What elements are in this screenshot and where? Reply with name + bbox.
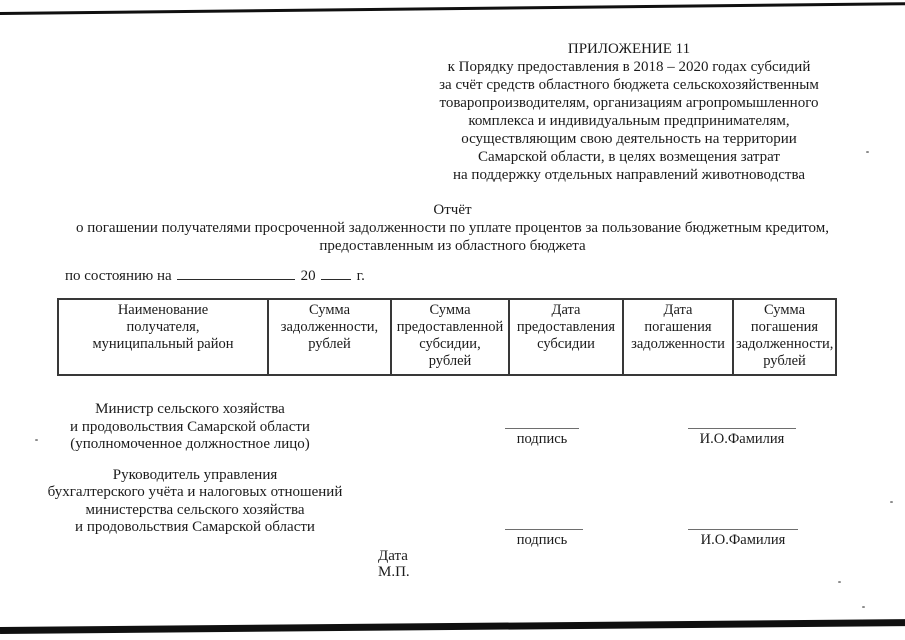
stamp-place-label: М.П.: [378, 564, 410, 580]
appendix-line: осуществляющим свою деятельность на терр…: [461, 131, 797, 147]
date-blank-field: [176, 266, 295, 280]
signer-1-title-line: (уполномоченное должностное лицо): [70, 436, 310, 453]
report-subtitle-line: предоставленным из областного бюджета: [319, 238, 586, 254]
signer-2-title-line: Руководитель управления: [112, 467, 278, 483]
date-label: Дата: [378, 548, 408, 564]
signer-2-title-line: министерства сельского хозяйства: [85, 501, 305, 518]
appendix-line: товаропроизводителям, организациям агроп…: [439, 95, 819, 111]
col-header-subsidy-amount: Сумма предоставленной субсидии, рублей: [390, 298, 510, 376]
scan-border-bottom: [0, 619, 905, 634]
scan-border-top: [0, 2, 905, 15]
scan-speck: [838, 581, 841, 583]
appendix-line: комплекса и индивидуальным предпринимате…: [468, 113, 790, 129]
table-header-row: Наименование получателя, муниципальный р…: [57, 298, 837, 376]
signer-1-title-line: и продовольствия Самарской области: [70, 418, 310, 435]
signature-label-2: подпись: [516, 532, 568, 548]
col-header-repayment-date: Дата погашения задолженности: [622, 298, 734, 376]
signer-1-title-line: Министр сельского хозяйства: [95, 401, 285, 417]
col-header-subsidy-date: Дата предоставления субсидии: [508, 298, 624, 376]
scan-speck: [866, 151, 869, 153]
year-blank-field: [320, 266, 351, 280]
date-line-suffix: г.: [356, 268, 365, 284]
scan-speck: [862, 606, 865, 608]
col-header-debt-amount: Сумма задолженности, рублей: [267, 298, 392, 376]
year-prefix: 20: [300, 268, 316, 284]
report-subtitle-line: о погашении получателями просроченной за…: [75, 220, 829, 236]
signature-rule-1: [505, 428, 579, 429]
appendix-line: к Порядку предоставления в 2018 – 2020 г…: [447, 59, 811, 75]
signature-rule-2: [505, 529, 583, 530]
name-label-2: И.О.Фамилия: [700, 532, 786, 548]
scan-speck: [890, 501, 893, 503]
name-rule-2: [688, 529, 798, 530]
signer-2-title-line: и продовольствия Самарской области: [75, 519, 315, 536]
as-of-date-line: по состоянию на 20 г.: [65, 266, 365, 285]
report-table: Наименование получателя, муниципальный р…: [57, 298, 837, 376]
date-line-prefix: по состоянию на: [65, 268, 172, 284]
appendix-number: ПРИЛОЖЕНИЕ 11: [567, 41, 691, 57]
appendix-header-block: ПРИЛОЖЕНИЕ 11 к Порядку предоставления в…: [420, 40, 838, 184]
appendix-line: за счёт средств областного бюджета сельс…: [439, 77, 819, 93]
signer-2-title-block: Руководитель управления бухгалтерского у…: [30, 467, 360, 537]
report-title-block: Отчёт о погашении получателями просрочен…: [0, 201, 905, 255]
appendix-line: Самарской области, в целях возмещения за…: [478, 149, 780, 165]
signer-1-title-block: Министр сельского хозяйства и продовольс…: [30, 401, 350, 454]
signature-label-1: подпись: [516, 431, 568, 447]
name-rule-1: [688, 428, 796, 429]
report-title: Отчёт: [433, 202, 472, 218]
appendix-line: на поддержку отдельных направлений живот…: [453, 167, 805, 183]
scan-speck: [35, 439, 38, 441]
signer-2-title-line: бухгалтерского учёта и налоговых отношен…: [47, 484, 343, 501]
col-header-recipient-name: Наименование получателя, муниципальный р…: [57, 298, 269, 376]
name-label-1: И.О.Фамилия: [699, 431, 785, 447]
col-header-repayment-amount: Сумма погашения задолженности, рублей: [732, 298, 837, 376]
